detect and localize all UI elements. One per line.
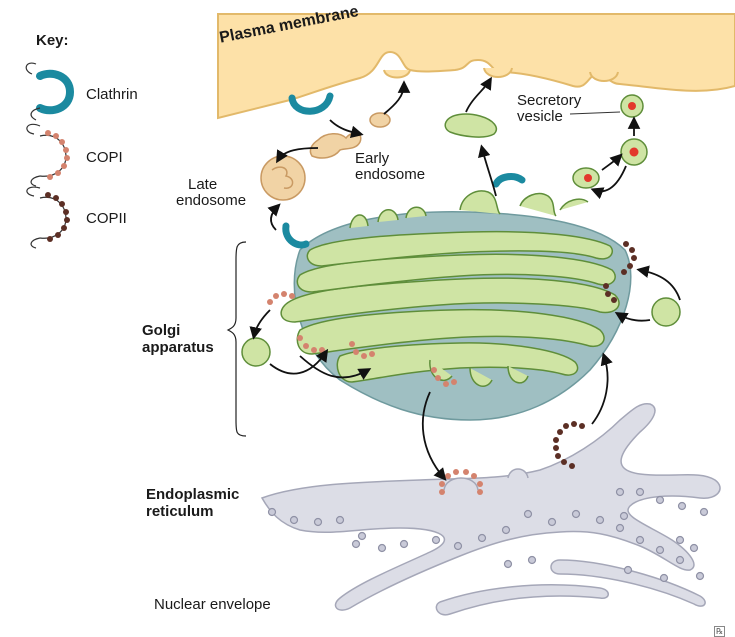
key-label-clathrin: Clathrin: [86, 86, 138, 103]
golgi-label-line1: Golgi: [142, 322, 181, 339]
er-label-line2: reticulum: [146, 503, 214, 520]
key-copi-symbol: [26, 123, 70, 187]
endoplasmic-reticulum: [260, 402, 721, 616]
key-copii-symbol: [26, 186, 70, 249]
early-endosome-label-line2: endosome: [355, 166, 426, 183]
key-label-copi: COPI: [86, 149, 123, 166]
transport-arrows: [249, 76, 681, 481]
golgi-bracket: [226, 241, 247, 437]
key-title: Key:: [36, 32, 69, 49]
late-endosome-label-line2: endosome: [176, 192, 247, 209]
early-endosome-label-line1: Early: [355, 150, 390, 167]
er-label-line1: Endoplasmic: [146, 486, 240, 503]
secretory-vesicle-label-line1: Secretory: [517, 92, 582, 109]
late-endosome: [260, 155, 306, 201]
secretory-vesicles: [241, 94, 681, 367]
late-endosome-label-line1: Late: [188, 176, 218, 193]
key-label-copii: COPII: [86, 210, 127, 227]
early-endosome: [309, 112, 391, 159]
copyright-mark: ℞: [714, 626, 726, 637]
golgi-label-line2: apparatus: [142, 339, 214, 356]
secretory-vesicle-label-line2: vesicle: [517, 108, 563, 125]
leader-lines: [569, 111, 621, 115]
key-clathrin-symbol: [25, 62, 75, 121]
nuclear-envelope-label: Nuclear envelope: [154, 596, 271, 613]
golgi-apparatus: [267, 173, 637, 421]
plasma-membrane: [217, 13, 735, 120]
